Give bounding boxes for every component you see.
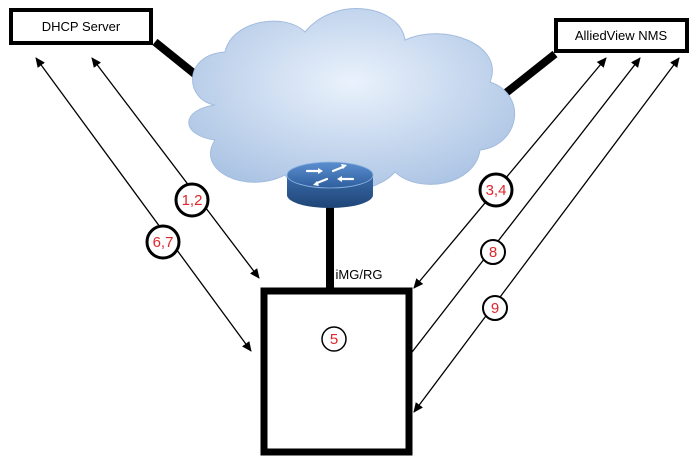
svg-text:1,2: 1,2 (182, 192, 203, 209)
step-badge-5: 5 (321, 326, 347, 352)
svg-text:8: 8 (489, 244, 497, 261)
svg-text:3,4: 3,4 (486, 182, 507, 199)
svg-text:9: 9 (491, 300, 499, 317)
img-rg-node: iMG/RG (260, 267, 413, 456)
nms-label: AlliedView NMS (575, 28, 668, 43)
arrow-nms-outer (413, 57, 680, 413)
dhcp-server-node: DHCP Server (9, 8, 153, 45)
svg-text:6,7: 6,7 (153, 234, 174, 251)
router-icon (286, 161, 374, 208)
img-rg-label: iMG/RG (336, 267, 383, 282)
step-badge-3-4: 3,4 (478, 172, 514, 208)
step-badge-6-7: 6,7 (145, 224, 181, 260)
dhcp-server-label: DHCP Server (42, 19, 121, 34)
step-badge-1-2: 1,2 (174, 182, 210, 218)
nms-node: AlliedView NMS (554, 18, 689, 53)
arrow-dhcp-inner (91, 57, 260, 279)
svg-text:5: 5 (330, 331, 338, 348)
step-badge-9: 9 (482, 295, 508, 321)
step-badge-8: 8 (480, 239, 506, 265)
